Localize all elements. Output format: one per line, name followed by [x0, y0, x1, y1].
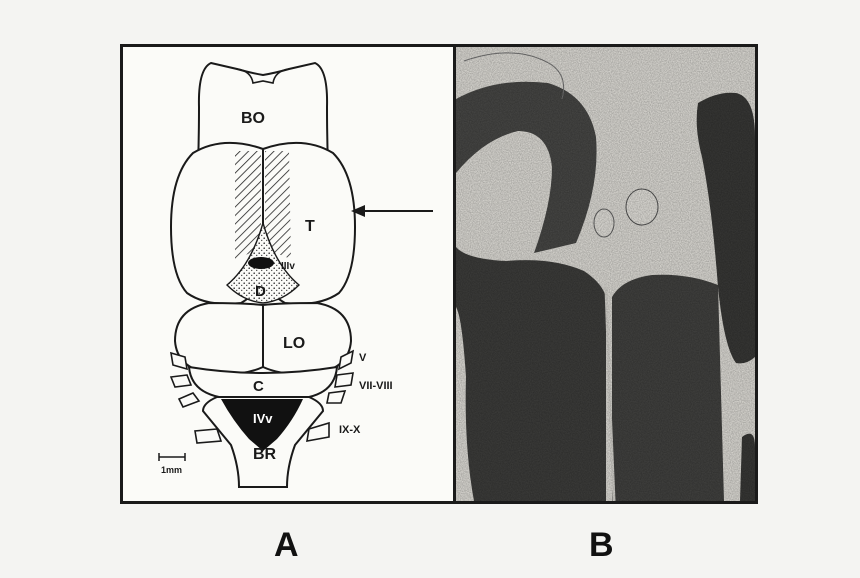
- label-c: C: [253, 378, 264, 395]
- optic-lobe-right-shape: [263, 303, 351, 374]
- label-iiiv: IIIv: [281, 261, 295, 272]
- brain-diagram-svg: BO T IIIv D LO V C VII-VIII IVv IX-X BR …: [123, 47, 453, 501]
- panel-label-b: B: [589, 528, 614, 562]
- label-ix-x: IX-X: [339, 424, 361, 436]
- label-ivv: IVv: [253, 411, 273, 426]
- third-ventricle-shape: [248, 257, 274, 269]
- label-vii-viii: VII-VIII: [359, 380, 393, 392]
- label-br: BR: [253, 446, 277, 463]
- panel-label-a: A: [274, 528, 299, 562]
- optic-lobe-left-shape: [175, 303, 263, 374]
- scale-bar: [159, 453, 185, 461]
- label-d: D: [255, 283, 266, 300]
- figure-frame: BO T IIIv D LO V C VII-VIII IVv IX-X BR …: [120, 44, 758, 504]
- panel-a-brain-diagram: BO T IIIv D LO V C VII-VIII IVv IX-X BR …: [123, 47, 453, 501]
- label-bo: BO: [241, 110, 265, 127]
- micrograph-svg: [456, 47, 755, 501]
- label-t: T: [305, 218, 315, 235]
- panel-b-micrograph: [456, 47, 755, 501]
- label-v: V: [359, 352, 367, 364]
- scale-bar-label: 1mm: [161, 465, 182, 475]
- label-lo: LO: [283, 335, 305, 352]
